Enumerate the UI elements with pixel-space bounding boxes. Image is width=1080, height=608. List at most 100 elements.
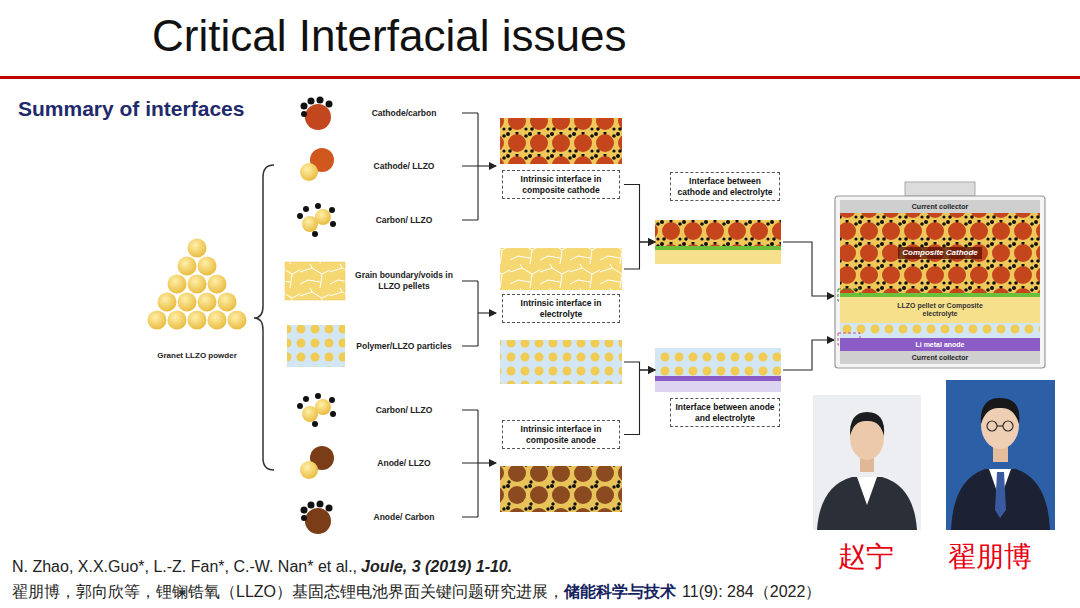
interface-icons-part: [300, 461, 318, 479]
curly-brace-part: [254, 165, 274, 470]
llzo-powder-pyramid-part: [198, 293, 217, 312]
interface-group: Intrinsic interface in electrolyte: [498, 246, 624, 386]
llzo-powder-pyramid: [148, 239, 247, 330]
portrait-photo-part: [817, 477, 917, 530]
llzo-powder-pyramid-part: [208, 275, 227, 294]
interface-icons-part: [303, 396, 309, 402]
composite-images-part: [500, 118, 622, 164]
portrait-photo-part: [946, 380, 1055, 530]
interface-icons-part: [315, 209, 331, 225]
interface-icons-part: [308, 502, 315, 509]
node-text: Intrinsic interface in electrolyte: [506, 298, 616, 319]
grouping-brackets-part: [462, 113, 478, 220]
interface-icons-part: [297, 213, 303, 219]
llzo-powder-pyramid-part: [218, 293, 237, 312]
battery-cell: [835, 182, 1045, 368]
grouping-brackets-part: [478, 312, 496, 313]
llzo-powder-pyramid-part: [158, 293, 177, 312]
composite-images-part: [500, 340, 622, 384]
cell-layer: LLZO pellet or Composite electrolyte: [840, 297, 1040, 323]
grouping-brackets-part: [462, 410, 478, 517]
portrait-photo-part: [951, 469, 1050, 530]
interface-icons: [285, 97, 345, 535]
to-cell-arrows-part: [783, 340, 834, 370]
llzo-powder-pyramid-part: [208, 311, 227, 330]
interface-label: Carbon/ LLZO: [352, 215, 456, 226]
connector-arrow: [624, 185, 655, 243]
dashed-box: Intrinsic interface in electrolyte: [502, 294, 620, 323]
person-name: 赵宁: [838, 540, 894, 574]
interface-icons-part: [312, 231, 318, 237]
interface-icons-part: [305, 104, 331, 130]
portrait-photo: [813, 395, 921, 530]
interface-icons-part: [329, 397, 335, 403]
interface-icons-part: [317, 97, 324, 104]
reference-line: 翟朋博，郭向欣等，锂镧锆氧（LLZO）基固态锂电池界面关键问题研究进展，储能科学…: [12, 581, 821, 603]
interface-images-part: [655, 220, 781, 246]
interface-label: Anode/ LLZO: [352, 458, 456, 469]
interface-icons-part: [315, 393, 321, 399]
interface-images: [655, 220, 781, 392]
reference-text: 翟朋博，郭向欣等，锂镧锆氧（LLZO）基固态锂电池界面关键问题研究进展，: [12, 583, 564, 600]
cell-layer: Composite Cathode: [840, 213, 1040, 293]
interface-icons-part: [303, 206, 309, 212]
grouping-brackets-part: [462, 281, 478, 346]
dashed-box: Intrinsic interface in composite anode: [502, 420, 620, 449]
connector-arrow: [624, 370, 655, 435]
reference-line: N. Zhao, X.X.Guo*, L.-Z. Fan*, C.-W. Nan…: [12, 556, 512, 578]
interface-icons-part: [287, 325, 345, 367]
interface-label: Anode/ Carbon: [352, 512, 456, 523]
grouping-brackets-part: [478, 462, 496, 463]
to-cell-arrows: [783, 242, 834, 370]
interface-label: Polymer/LLZO particles: [352, 341, 456, 352]
composite-images: [500, 118, 622, 512]
node-text: Interface between anode and electrolyte: [674, 402, 776, 423]
cell-layer: Current collector: [840, 200, 1040, 213]
to-cell-arrows-part: [783, 242, 834, 296]
llzo-powder-pyramid-part: [168, 311, 187, 330]
interface-icons-part: [301, 111, 307, 117]
portrait-photo-part: [995, 472, 1006, 518]
llzo-powder-pyramid-part: [188, 275, 207, 294]
llzo-powder-pyramid-part: [148, 311, 167, 330]
llzo-powder-pyramid-part: [178, 257, 197, 276]
portrait-photo-part: [981, 398, 1020, 424]
node-text: Li metal anode: [915, 341, 964, 349]
section-heading: Summary of interfaces: [18, 96, 244, 122]
interface-label: Grain boundary/voids in LLZO pellets: [352, 270, 456, 292]
composite-images-part: [500, 466, 622, 512]
interface-images-part: [655, 250, 781, 264]
interface-icons-part: [315, 399, 331, 415]
interface-images-part: [655, 348, 781, 376]
interface-icons-part: [308, 98, 315, 105]
portrait-photo-part: [850, 412, 884, 436]
interface-icons-part: [285, 262, 345, 300]
interface-images-part: [655, 381, 781, 392]
title-rule: [0, 76, 1080, 79]
node-text: Intrinsic interface in composite cathode: [506, 174, 616, 195]
battery-cell-part: [840, 323, 1040, 338]
interface-icons-part: [315, 203, 321, 209]
battery-cell-part: [835, 196, 1045, 368]
interface-images-part: [655, 376, 781, 381]
interface-label: Cathode/carbon: [352, 108, 456, 119]
interface-group: Intrinsic interface in composite anode: [498, 418, 624, 514]
node-text: Current collector: [912, 354, 968, 362]
llzo-powder-pyramid-part: [188, 311, 207, 330]
interface-icons-part: [312, 421, 318, 427]
connector-arrow: [624, 242, 655, 269]
llzo-powder-pyramid-part: [198, 257, 217, 276]
interface-icons-part: [329, 207, 335, 213]
llzo-powder-pyramid-part: [228, 311, 247, 330]
material-label: Granet LLZO powder: [137, 351, 257, 361]
person-name: 翟朋博: [948, 540, 1032, 574]
portrait-photo-part: [987, 421, 997, 431]
node-text: Composite Cathode: [898, 247, 982, 259]
portrait-photo-part: [857, 477, 877, 505]
dashed-box: Interface between anode and electrolyte: [670, 398, 780, 427]
reference-journal: 储能科学与技术: [564, 583, 676, 600]
interface-group: Intrinsic interface in composite cathode: [498, 118, 624, 210]
slide-title: Critical Interfacial issues: [152, 6, 626, 66]
interface-group: Interface between cathode and electrolyt…: [655, 170, 783, 266]
